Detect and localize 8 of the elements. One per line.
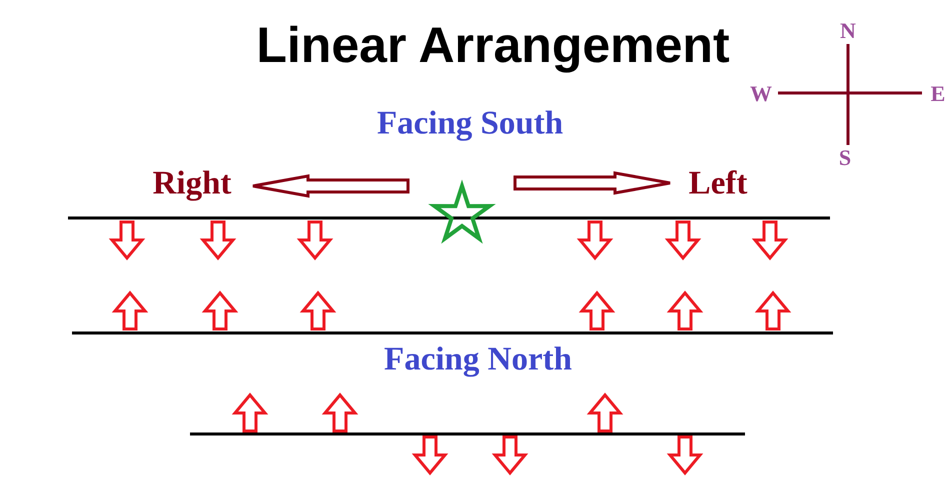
compass-label: W <box>750 83 772 105</box>
direction-label: Left <box>688 168 748 200</box>
compass-label: N <box>840 20 856 42</box>
compass-label: E <box>930 83 946 105</box>
facing-label: Facing North <box>384 344 572 376</box>
facing-label: Facing South <box>376 108 564 140</box>
compass-label: S <box>838 147 852 169</box>
direction-label: Right <box>152 168 232 200</box>
